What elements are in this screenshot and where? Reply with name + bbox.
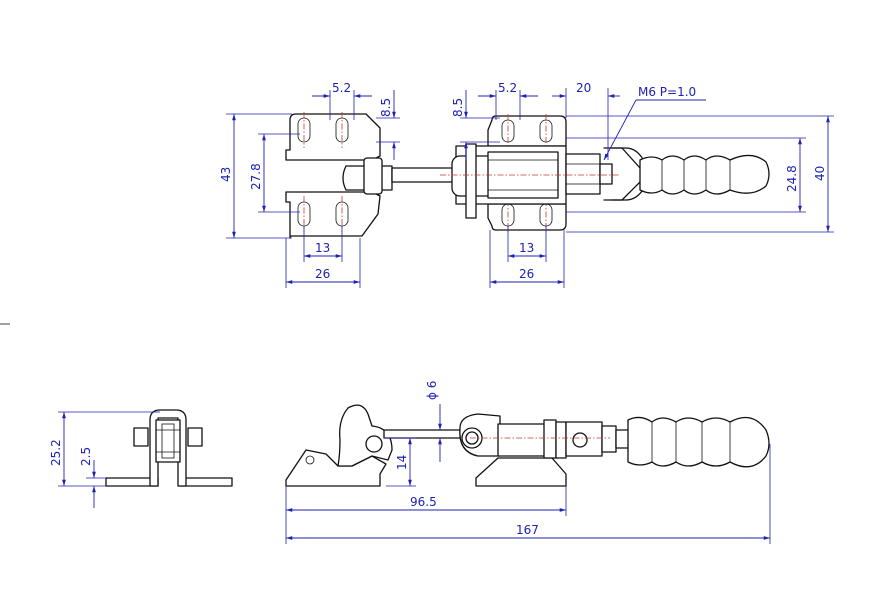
dim-hook-length: 96.5 <box>410 495 437 509</box>
dim-top-right-overall-height: 40 <box>813 166 827 181</box>
dim-overall-length: 167 <box>516 523 539 537</box>
dim-top-right-slot-spacing: 5.2 <box>498 81 517 95</box>
dim-pin-height: 14 <box>395 455 409 470</box>
dim-side-thickness: 2.5 <box>79 447 93 466</box>
dim-top-left-base-width: 26 <box>315 267 330 281</box>
side-view: 25.2 2.5 <box>49 409 233 508</box>
dim-top-right-hole-span: 13 <box>519 241 534 255</box>
clamp-top-view <box>391 114 770 232</box>
dim-top-right-rod-offset: 20 <box>576 81 591 95</box>
dim-top-right-inner-height: 24.8 <box>785 165 799 192</box>
dim-top-left-hole-span: 13 <box>315 241 330 255</box>
top-left-dimensions: 5.2 8.5 43 27.8 13 26 <box>219 81 400 288</box>
dim-top-right-slot-offset: 8.5 <box>451 98 465 117</box>
dim-thread-callout: M6 P=1.0 <box>638 85 696 99</box>
dim-pin-diameter: ϕ 6 <box>425 381 439 400</box>
top-right-dimensions: 8.5 5.2 20 M6 P=1.0 24.8 40 13 <box>451 81 834 288</box>
dim-top-left-hole-pitch: 27.8 <box>249 163 263 190</box>
dim-top-left-slot-spacing: 5.2 <box>332 81 351 95</box>
latch-plate-top-view <box>285 112 393 239</box>
dim-top-right-base-width: 26 <box>519 267 534 281</box>
front-view: ϕ 6 14 96.5 167 <box>285 381 771 544</box>
dim-top-left-overall-height: 43 <box>219 167 233 182</box>
dim-top-left-slot-offset: 8.5 <box>379 98 393 117</box>
dim-side-height: 25.2 <box>49 439 63 466</box>
